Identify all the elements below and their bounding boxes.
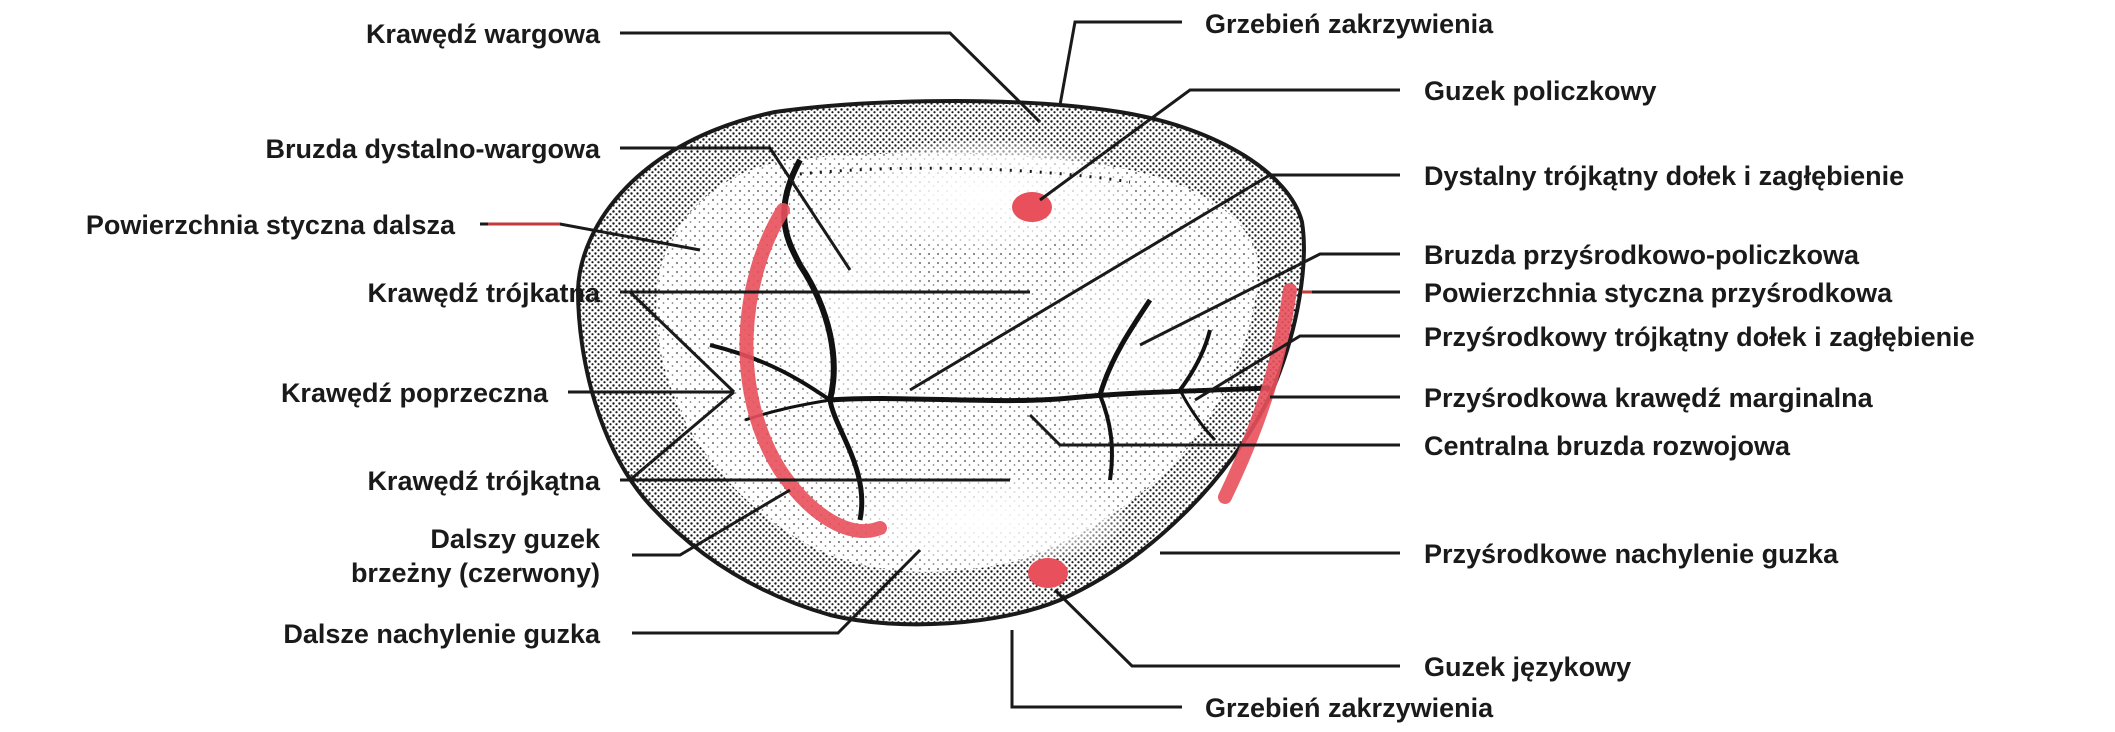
label-dalsze-nachylenie: Dalsze nachylenie guzka: [283, 619, 601, 649]
label-przysrodkowa-krawedz: Przyśrodkowa krawędź marginalna: [1424, 383, 1874, 413]
label-guzek-policzkowy: Guzek policzkowy: [1424, 76, 1657, 106]
label-bruzda-przysrodkowo-policzkowa: Bruzda przyśrodkowo-policzkowa: [1424, 240, 1860, 270]
label-przysrodkowy-dolek: Przyśrodkowy trójkątny dołek i zagłębien…: [1424, 322, 1975, 352]
label-powierzchnia-styczna-dalsza: Powierzchnia styczna dalsza: [86, 210, 456, 240]
label-powierzchnia-styczna-przysrodkowa: Powierzchnia styczna przyśrodkowa: [1424, 278, 1893, 308]
label-grzebien-top: Grzebień zakrzywienia: [1205, 9, 1494, 39]
leader-guzek-jezykowy: [1055, 590, 1400, 666]
label-krawedz-wargowa: Krawędź wargowa: [366, 19, 601, 49]
label-bruzda-dystalno-wargowa: Bruzda dystalno-wargowa: [265, 134, 601, 164]
label-centralna-bruzda: Centralna bruzda rozwojowa: [1424, 431, 1791, 461]
label-przysrodkowe-nachylenie: Przyśrodkowe nachylenie guzka: [1424, 539, 1839, 569]
lingual-cusp-area: [845, 475, 1125, 565]
label-krawedz-poprzeczna: Krawędź poprzeczna: [281, 378, 549, 408]
label-guzek-jezykowy: Guzek językowy: [1424, 652, 1631, 682]
label-dalszy-guzek-line1: Dalszy guzek: [430, 524, 601, 554]
label-krawedz-trojkatna-bottom: Krawędź trójkątna: [367, 466, 601, 496]
distal-pit-area: [775, 200, 925, 420]
labels-left: Krawędź wargowa Bruzda dystalno-wargowa …: [86, 19, 601, 649]
label-grzebien-bottom: Grzebień zakrzywienia: [1205, 693, 1494, 723]
leader-grzebien-top: [1060, 22, 1182, 105]
lingual-cusp-tip-red: [1028, 558, 1068, 588]
leader-grzebien-bottom: [1012, 630, 1182, 707]
labels-right: Grzebień zakrzywienia Guzek policzkowy D…: [1205, 9, 1975, 723]
tooth-crown: [578, 101, 1304, 624]
label-dalszy-guzek-line2: brzeżny (czerwony): [351, 558, 600, 588]
label-krawedz-trojkatna-top: Krawędź trójkatna: [367, 278, 601, 308]
label-dystalny-dolek: Dystalny trójkątny dołek i zagłębienie: [1424, 161, 1904, 191]
